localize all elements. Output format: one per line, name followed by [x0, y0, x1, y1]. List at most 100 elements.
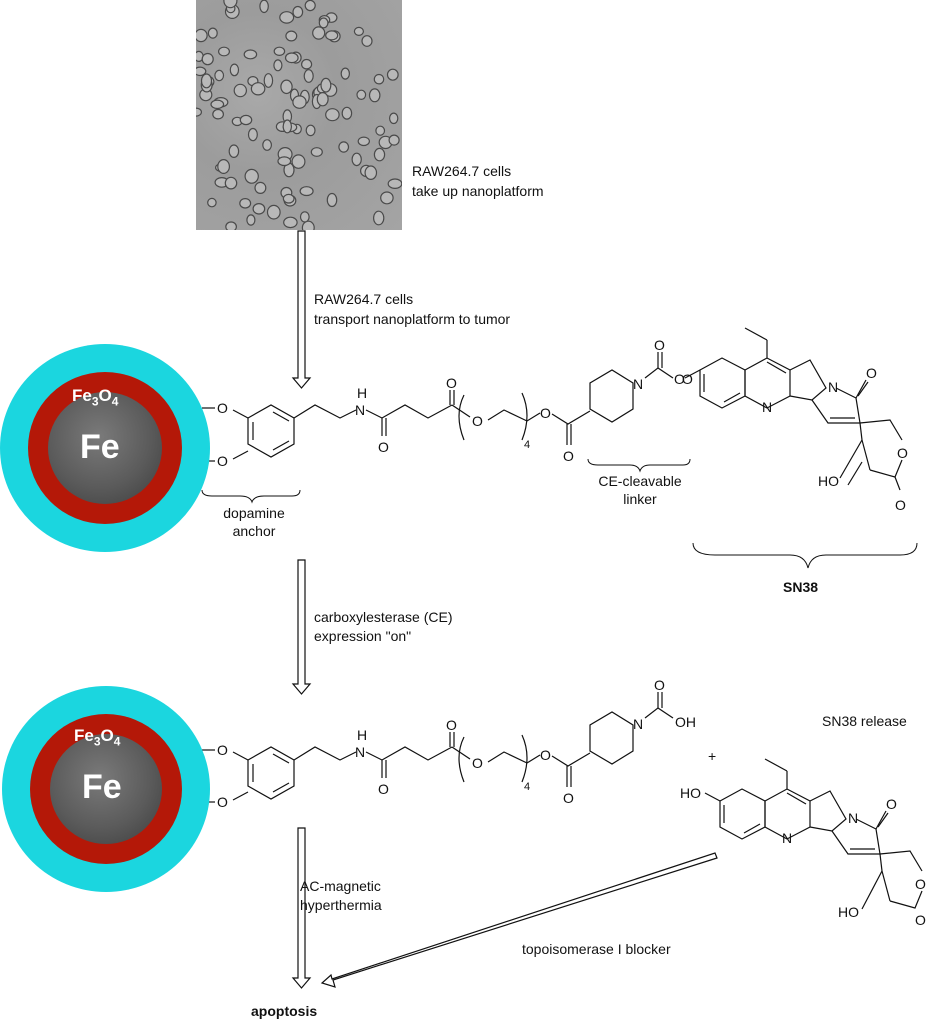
cell [318, 17, 329, 29]
cell [217, 159, 230, 175]
cell [326, 192, 338, 208]
down-arrow-2 [291, 559, 312, 695]
cell [228, 144, 240, 158]
cells-texture [196, 0, 402, 230]
cell [244, 168, 259, 184]
cell [223, 0, 238, 9]
atom-acid-O: O [654, 677, 665, 693]
cell [388, 112, 399, 125]
cell [364, 165, 378, 180]
down-arrow-1 [291, 230, 312, 389]
cell [285, 30, 298, 42]
cell [310, 147, 323, 157]
atom-O1: O [217, 400, 228, 416]
cell [340, 67, 350, 80]
atom-pip-N: N [633, 376, 643, 392]
step3-line1: AC-magnetic [300, 878, 381, 894]
cell [212, 108, 224, 120]
cell [320, 77, 332, 93]
core-label: Fe [80, 428, 120, 466]
cell [380, 191, 394, 205]
cell [353, 26, 364, 36]
brace-dopamine-line1: dopamine [223, 505, 285, 521]
cell [282, 193, 295, 204]
repeat-count: 4 [524, 439, 530, 451]
atom-ester-O: O [446, 375, 457, 391]
atom-O1b: O [217, 742, 228, 758]
molecule-top-bonds [202, 352, 701, 462]
step1-line2: transport nanoplatform to tumor [314, 311, 511, 327]
brace-dopamine [201, 489, 301, 504]
brace-linker-line2: linker [623, 491, 657, 507]
atom-amide-Ob: O [378, 781, 389, 797]
cell [229, 63, 240, 77]
diagonal-arrow [320, 852, 718, 988]
atom-carbamate-O: O [654, 337, 665, 353]
cell [361, 35, 373, 47]
repeat-count-b: 4 [524, 781, 530, 793]
atom-link-carbonyl-Ob: O [563, 790, 574, 806]
cell [247, 127, 258, 142]
core-label: Fe [82, 768, 122, 806]
shell-label: Fe3O4 [72, 386, 119, 409]
step2-line1: carboxylesterase (CE) [314, 609, 453, 625]
cell [316, 91, 329, 107]
plus-sign: + [708, 748, 716, 764]
cell [282, 119, 293, 134]
molecule-top-atoms: O O H N O O O 4 O O N O O [217, 337, 685, 469]
cell [304, 0, 316, 12]
cell [214, 69, 225, 82]
sn38-top-atoms: O N N O O O HO [682, 365, 908, 513]
atom-ring-O: O [897, 445, 908, 461]
cell [291, 154, 306, 169]
atom-O-sn38: O [682, 371, 693, 387]
cell [375, 125, 386, 136]
atom-free-HO2: HO [838, 904, 859, 920]
cell [210, 99, 225, 110]
brace-linker [587, 458, 691, 473]
cell [200, 73, 213, 89]
cell [233, 83, 248, 98]
cells-label-line1: RAW264.7 cells [412, 163, 512, 179]
cell [196, 66, 207, 77]
step4-label: topoisomerase I blocker [522, 941, 671, 957]
atom-carbamate-O2: O [674, 371, 685, 387]
cell [284, 52, 299, 64]
cell [201, 52, 214, 66]
cell [277, 156, 292, 167]
step2-line2: expression "on" [314, 628, 412, 644]
atom-O2b: O [217, 794, 228, 810]
cell [292, 5, 304, 19]
cell [254, 181, 267, 194]
brace-sn38 [692, 542, 918, 569]
nanoparticle-top: Fe Fe3O4 [0, 344, 210, 552]
atom-link-O: O [540, 405, 551, 421]
down-arrow-3 [291, 827, 312, 989]
cell [196, 28, 208, 43]
oxide-shell [28, 372, 182, 524]
atom-O2: O [217, 453, 228, 469]
molecule-bottom-atoms: O O H N O O O 4 O O N O OH + [217, 677, 716, 810]
cell [325, 108, 340, 122]
iron-core [48, 392, 162, 504]
cell [373, 147, 386, 162]
atom-peg-O: O [472, 413, 483, 429]
atom-link-carbonyl-O: O [563, 448, 574, 464]
cell [373, 73, 385, 85]
cells-label-line2: take up nanoplatform [412, 183, 544, 199]
sn38-label: SN38 [783, 579, 819, 595]
atom-free-ring-O: O [915, 876, 926, 892]
sn38-free-atoms: HO N N O O O HO [680, 785, 926, 928]
atom-ester-Ob: O [446, 717, 457, 733]
atom-amide-O: O [378, 439, 389, 455]
brace-dopamine-line2: anchor [232, 523, 276, 539]
cell [338, 141, 350, 153]
cell [325, 30, 339, 41]
cell [224, 176, 238, 190]
sn38-free-bonds [704, 758, 923, 910]
cell [243, 49, 258, 60]
cell [279, 11, 295, 24]
cell [239, 198, 252, 209]
atom-free-N2: N [848, 810, 858, 826]
